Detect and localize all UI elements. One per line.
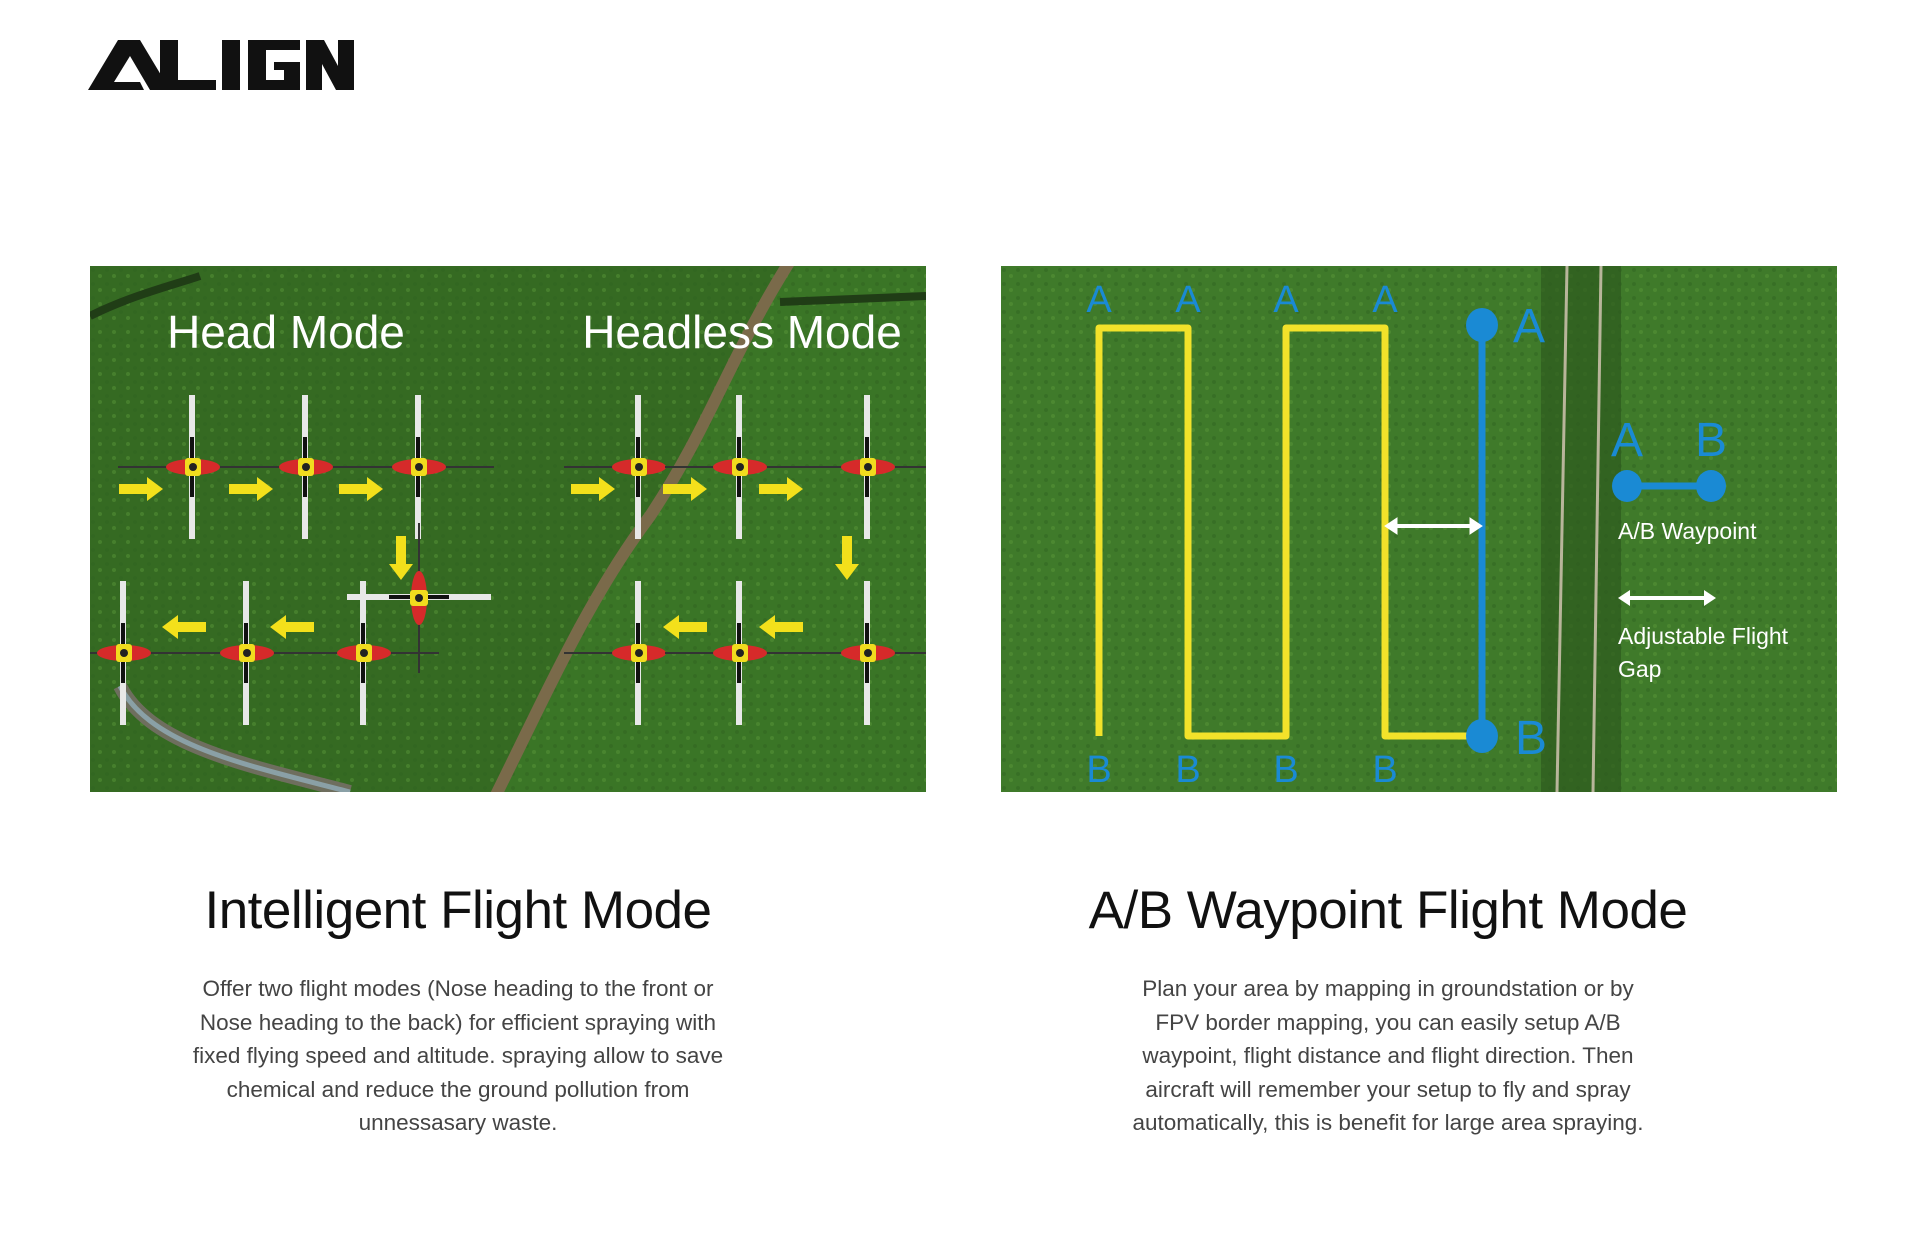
description-line: automatically, this is benefit for large… (1132, 1110, 1644, 1135)
point-b-label: B (1086, 749, 1111, 791)
ab-waypoint-image: A A A A B B B B A B A B A/B Waypoint Adj… (1001, 266, 1837, 792)
point-b-label: B (1273, 749, 1298, 791)
headless-mode-label: Headless Mode (582, 306, 902, 358)
description-line: FPV border mapping, you can easily setup… (1155, 1009, 1621, 1035)
point-a-label: A (1372, 279, 1398, 321)
description-line: Nose heading to the back) for efficient … (199, 1009, 717, 1035)
point-b-label: B (1372, 749, 1397, 791)
description-line: waypoint, flight distance and flight dir… (1142, 1043, 1634, 1068)
description-line: chemical and reduce the ground pollution… (226, 1076, 690, 1102)
description-line: unnessasary waste. (358, 1110, 558, 1135)
ab-waypoint-description: Plan your area by mapping in groundstati… (970, 972, 1806, 1140)
point-a-label: A (1175, 279, 1201, 321)
align-logo (88, 40, 354, 90)
waypoint-a-label: A (1513, 300, 1545, 353)
description-line: fixed flying speed and altitude. sprayin… (192, 1043, 724, 1068)
head-mode-label: Head Mode (167, 306, 405, 358)
legend-gap-label-1: Adjustable Flight (1618, 623, 1789, 649)
svg-text:B: B (1695, 414, 1727, 467)
description-line: Plan your area by mapping in groundstati… (1142, 976, 1634, 1001)
intelligent-flight-mode-description: Offer two flight modes (Nose heading to … (40, 972, 876, 1140)
description-line: aircraft will remember your setup to fly… (1145, 1076, 1631, 1102)
intelligent-flight-mode-image: Head Mode Headless Mode (90, 266, 926, 792)
gap-arrow (1384, 517, 1483, 535)
legend-gap: Adjustable Flight Gap (1618, 590, 1789, 682)
ab-waypoint-line (1466, 308, 1498, 753)
svg-text:A: A (1611, 414, 1643, 467)
flight-path (1095, 324, 1482, 740)
legend-waypoint-label: A/B Waypoint (1618, 518, 1757, 544)
ab-waypoint-title: A/B Waypoint Flight Mode (1088, 881, 1688, 940)
description-line: Offer two flight modes (Nose heading to … (202, 976, 714, 1001)
legend-gap-label-2: Gap (1618, 656, 1661, 682)
point-a-label: A (1273, 279, 1299, 321)
point-b-label: B (1175, 749, 1200, 791)
point-a-label: A (1086, 279, 1112, 321)
waypoint-b-label: B (1515, 712, 1547, 765)
legend-waypoint: A B A/B Waypoint (1611, 414, 1757, 544)
intelligent-flight-mode-title: Intelligent Flight Mode (204, 881, 712, 940)
